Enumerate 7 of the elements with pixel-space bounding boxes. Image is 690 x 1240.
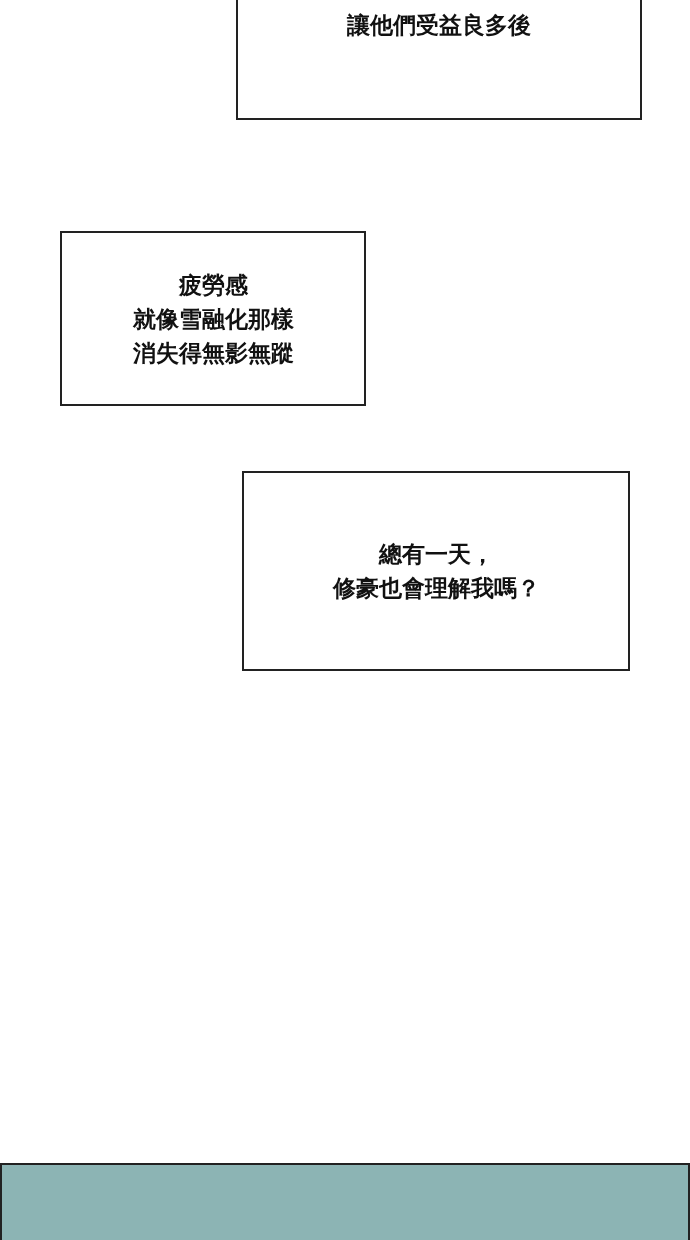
caption-box <box>60 231 366 406</box>
caption-text: 總有一天，修豪也會理解我嗎？ <box>332 539 540 603</box>
comic-panel <box>0 1163 690 1240</box>
caption-box <box>236 0 642 120</box>
caption-box <box>242 471 630 671</box>
caption-text: 讓他們受益良多後 <box>347 10 531 40</box>
caption-text: 疲勞感就像雪融化那樣消失得無影無蹤 <box>132 269 294 368</box>
